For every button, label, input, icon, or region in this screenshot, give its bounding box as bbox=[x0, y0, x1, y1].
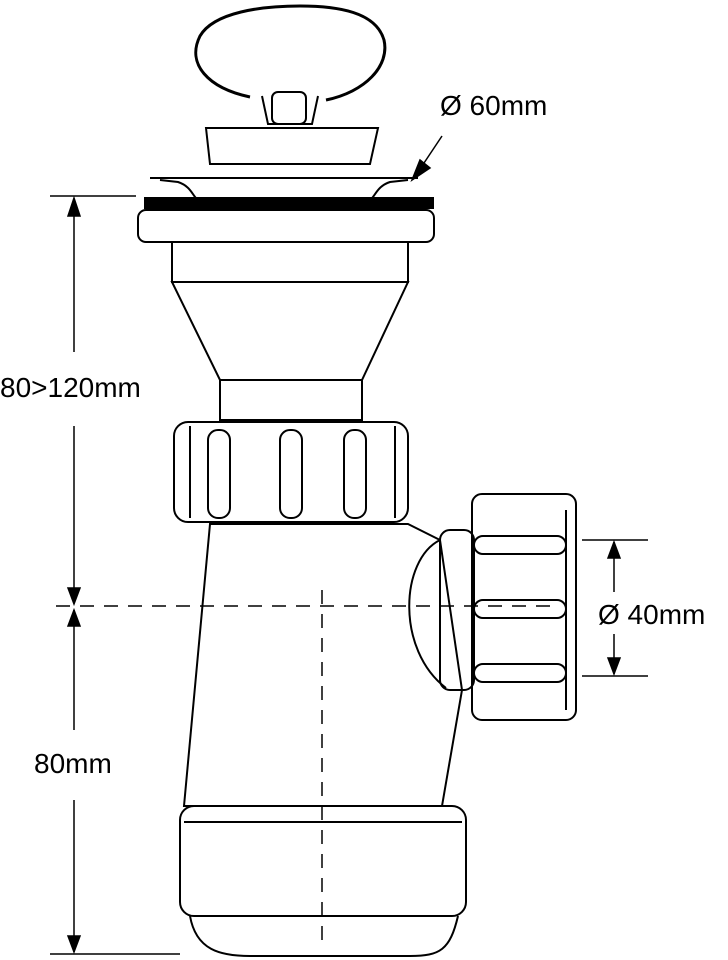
centerlines bbox=[56, 590, 560, 950]
arrow-80-120-top bbox=[66, 195, 82, 217]
plug bbox=[194, 4, 387, 165]
arrow-40-top bbox=[606, 539, 622, 559]
waste-flange bbox=[137, 177, 435, 243]
outlet-nut bbox=[471, 493, 577, 721]
bottle-body bbox=[182, 523, 475, 807]
arrow-80-bottom bbox=[66, 935, 82, 955]
outlet-diameter-label: Ø 40mm bbox=[598, 599, 706, 630]
arrow-40-bottom bbox=[606, 657, 622, 677]
dimension-lines bbox=[50, 135, 648, 955]
adjustable-height-label: 80>120mm bbox=[0, 372, 141, 403]
arrow-80-120-bottom bbox=[66, 587, 82, 607]
leader-arrow-60 bbox=[410, 158, 432, 182]
trap-height-label: 80mm bbox=[34, 748, 112, 779]
bottom-cap bbox=[179, 805, 467, 957]
cone-body bbox=[170, 241, 410, 421]
plug-ring bbox=[194, 4, 387, 102]
waste-diameter-label: Ø 60mm bbox=[440, 90, 548, 121]
plug-stopper bbox=[204, 127, 380, 165]
upper-nut bbox=[173, 421, 409, 523]
arrow-80-top bbox=[66, 607, 82, 627]
